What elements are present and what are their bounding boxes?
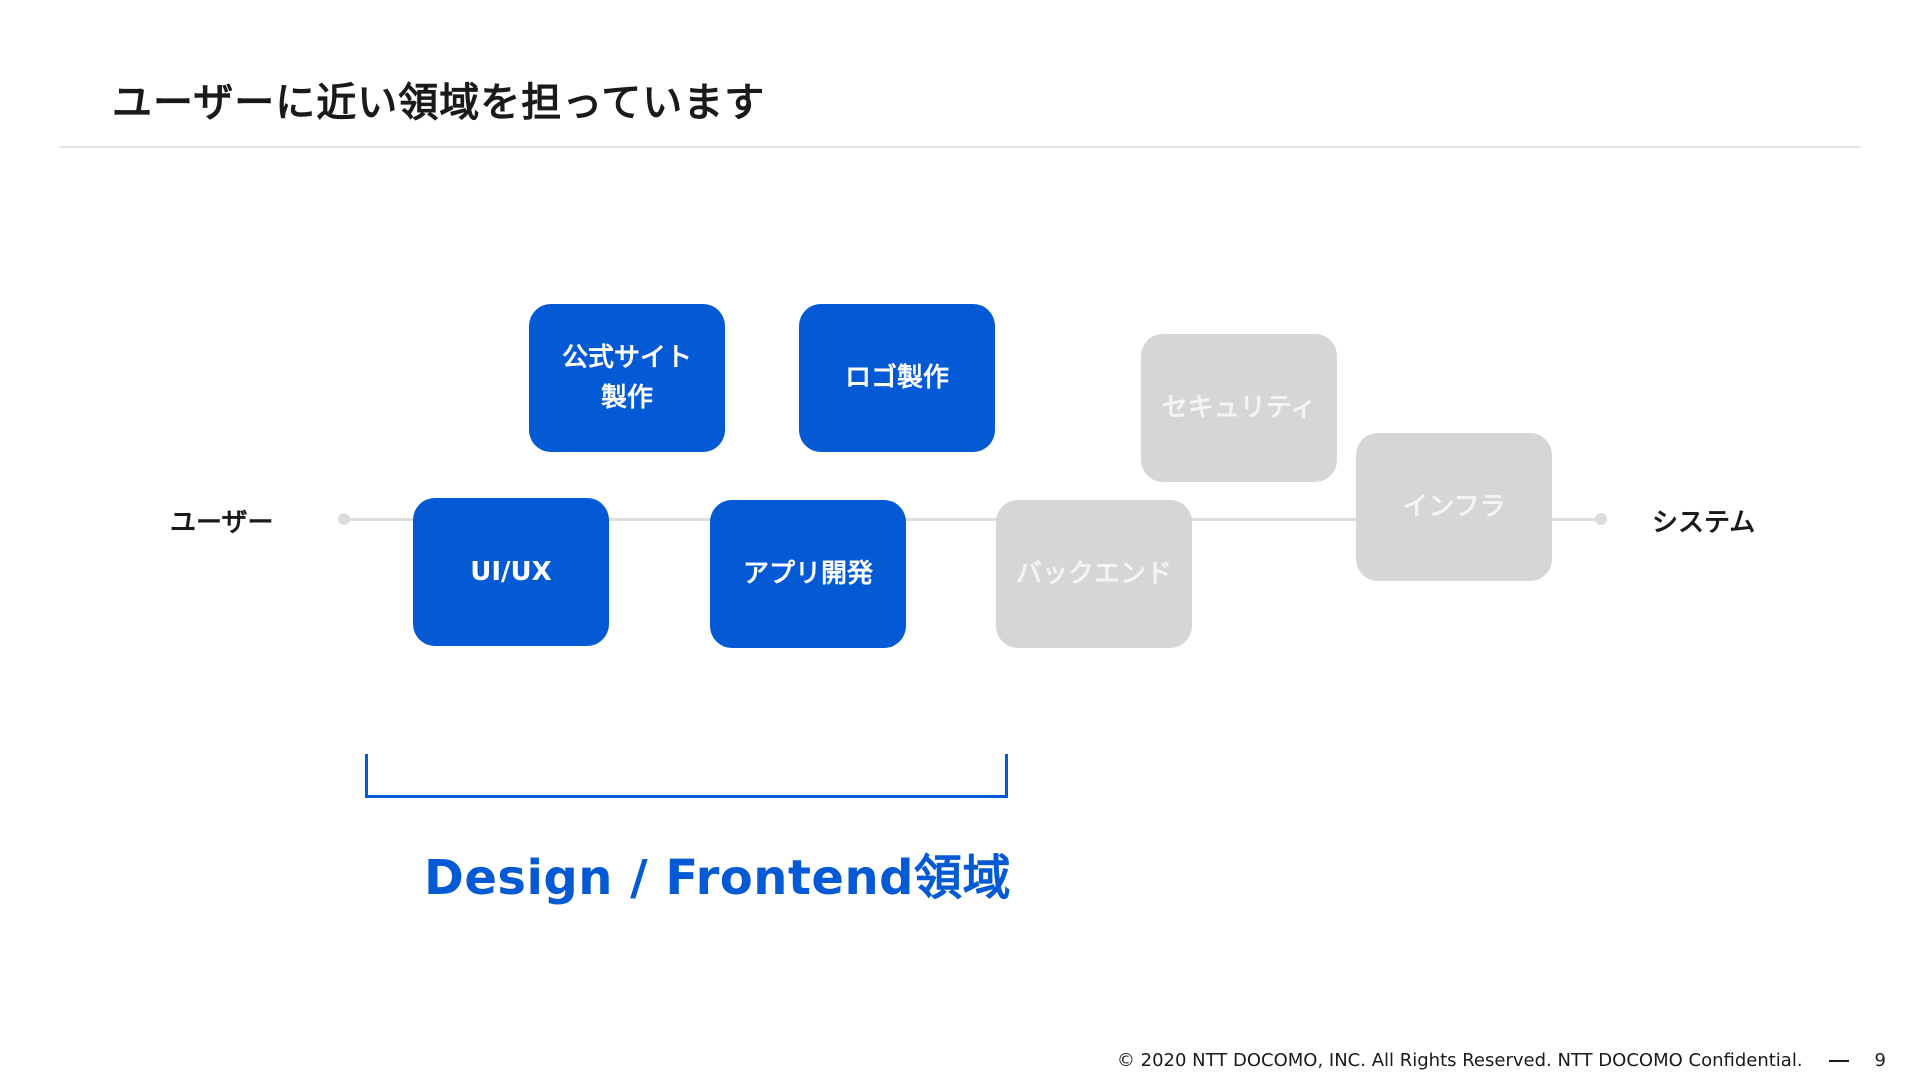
axis-end-dot xyxy=(1595,513,1607,525)
axis-label-user: ユーザー xyxy=(170,508,274,538)
box-ui-ux: UI/UX xyxy=(413,498,609,646)
page-number: 9 xyxy=(1874,1050,1886,1071)
footer: © 2020 NTT DOCOMO, INC. All Rights Reser… xyxy=(1117,1050,1886,1071)
page-title: ユーザーに近い領域を担っています xyxy=(112,80,766,126)
box-app-development: アプリ開発 xyxy=(710,500,906,648)
axis-start-dot xyxy=(338,513,350,525)
box-infrastructure: インフラ xyxy=(1356,433,1552,581)
box-security: セキュリティ xyxy=(1141,334,1337,482)
copyright-text: © 2020 NTT DOCOMO, INC. All Rights Reser… xyxy=(1116,1050,1803,1071)
footer-dash xyxy=(1828,1059,1849,1062)
title-divider xyxy=(60,146,1860,148)
box-official-site: 公式サイト 製作 xyxy=(529,304,725,452)
axis-label-system: システム xyxy=(1652,508,1756,538)
box-backend: バックエンド xyxy=(996,500,1192,648)
region-label: Design / Frontend領域 xyxy=(424,850,1011,906)
box-logo: ロゴ製作 xyxy=(799,304,995,452)
region-bracket xyxy=(365,754,1008,798)
user-system-axis-line xyxy=(344,518,1600,521)
